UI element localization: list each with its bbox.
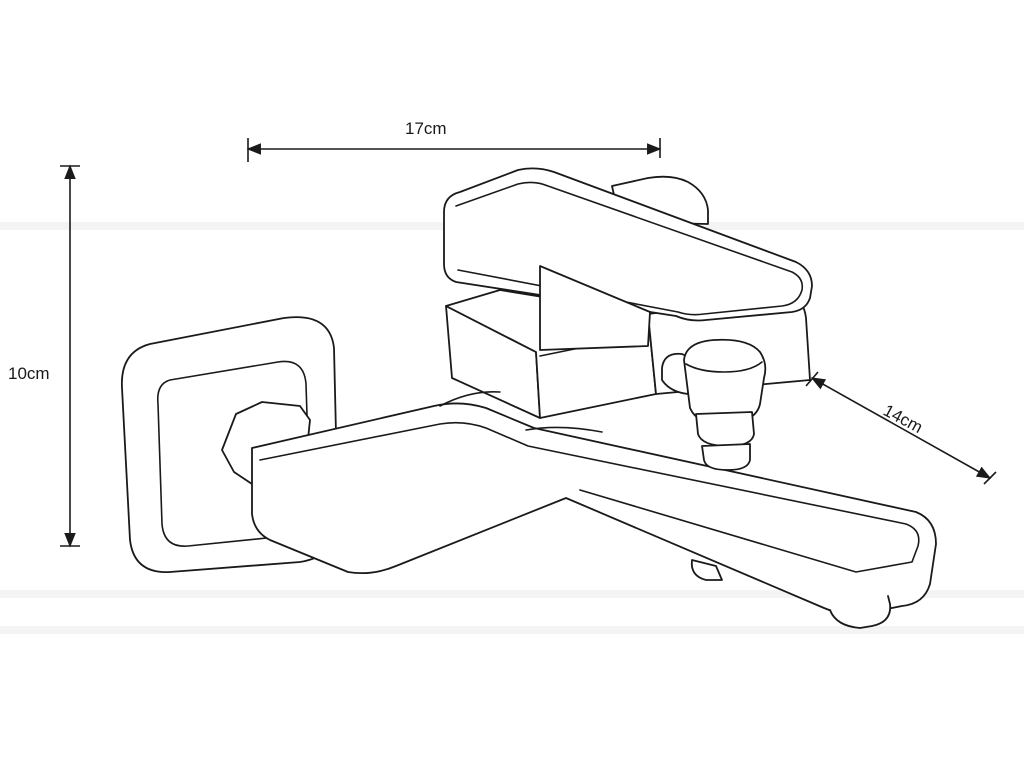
width-dimension-label: 17cm <box>405 119 447 138</box>
lever-handle <box>443 167 813 351</box>
diverter-knob <box>661 338 767 471</box>
height-dimension: 10cm <box>8 164 80 548</box>
depth-dimension: 14cm <box>805 371 997 485</box>
width-dimension: 17cm <box>246 119 662 162</box>
height-dimension-label: 10cm <box>8 364 50 383</box>
depth-dimension-label: 14cm <box>880 401 926 437</box>
depth-dimension-line <box>810 377 992 479</box>
faucet-illustration <box>121 167 937 629</box>
spout-outlet <box>690 559 892 629</box>
spout <box>251 390 937 616</box>
